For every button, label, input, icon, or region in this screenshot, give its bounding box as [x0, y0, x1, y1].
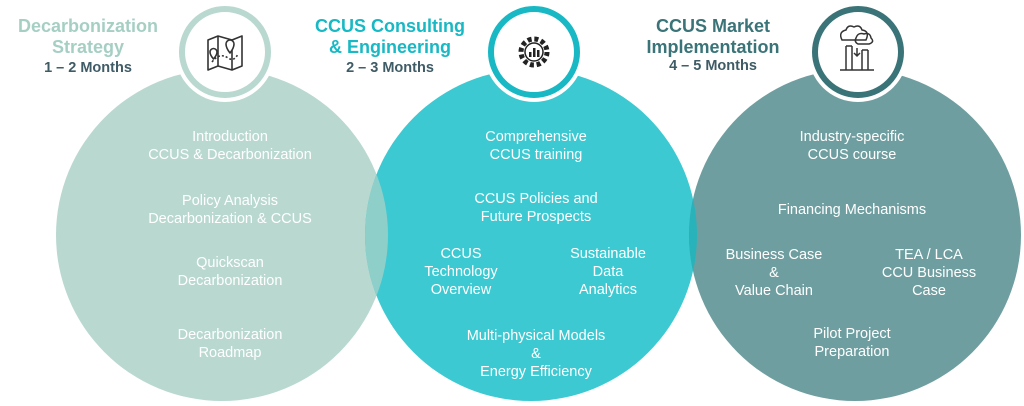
- phase-3-item: TEA / LCA CCU Business Case: [881, 247, 977, 299]
- phase-2-circle: [365, 69, 697, 401]
- phase-1-duration: 1 – 2 Months: [44, 60, 132, 76]
- phase-1-badge: [175, 2, 275, 102]
- phase-3-item: Industry-specific CCUS course: [799, 129, 905, 163]
- phase-1-circle: [56, 69, 388, 401]
- phase-1-item: Quickscan Decarbonization: [177, 255, 283, 289]
- phase-3-badge: [808, 2, 908, 102]
- phase-2-badge: [484, 2, 584, 102]
- phase-2-item: CCUS Policies and Future Prospects: [474, 191, 598, 225]
- phase-2-item: Multi-physical Models & Energy Efficienc…: [466, 328, 606, 380]
- phase-3-duration: 4 – 5 Months: [669, 58, 757, 74]
- factory-emissions-icon: [839, 25, 874, 71]
- phase-3-item: Business Case & Value Chain: [725, 247, 823, 299]
- phase-3-item: Pilot Project Preparation: [813, 326, 891, 360]
- phase-3-circle: [689, 69, 1021, 401]
- gear-analytics-icon: [518, 36, 550, 68]
- phase-2-item: Sustainable Data Analytics: [570, 246, 646, 298]
- roadmap-pins-icon: [207, 35, 243, 71]
- phase-1-item: Policy Analysis Decarbonization & CCUS: [148, 193, 312, 227]
- phase-1-item: Introduction CCUS & Decarbonization: [148, 129, 312, 163]
- phase-1-title: Decarbonization Strategy: [17, 16, 159, 57]
- phase-2-duration: 2 – 3 Months: [346, 60, 434, 76]
- phase-3-title: CCUS Market Implementation: [646, 16, 780, 57]
- phase-1-item: Decarbonization Roadmap: [177, 327, 283, 361]
- phase-2-item: Comprehensive CCUS training: [485, 129, 587, 163]
- phase-3-item: Financing Mechanisms: [777, 202, 927, 218]
- phase-2-item: CCUS Technology Overview: [424, 246, 498, 298]
- phase-2-title: CCUS Consulting & Engineering: [315, 16, 465, 57]
